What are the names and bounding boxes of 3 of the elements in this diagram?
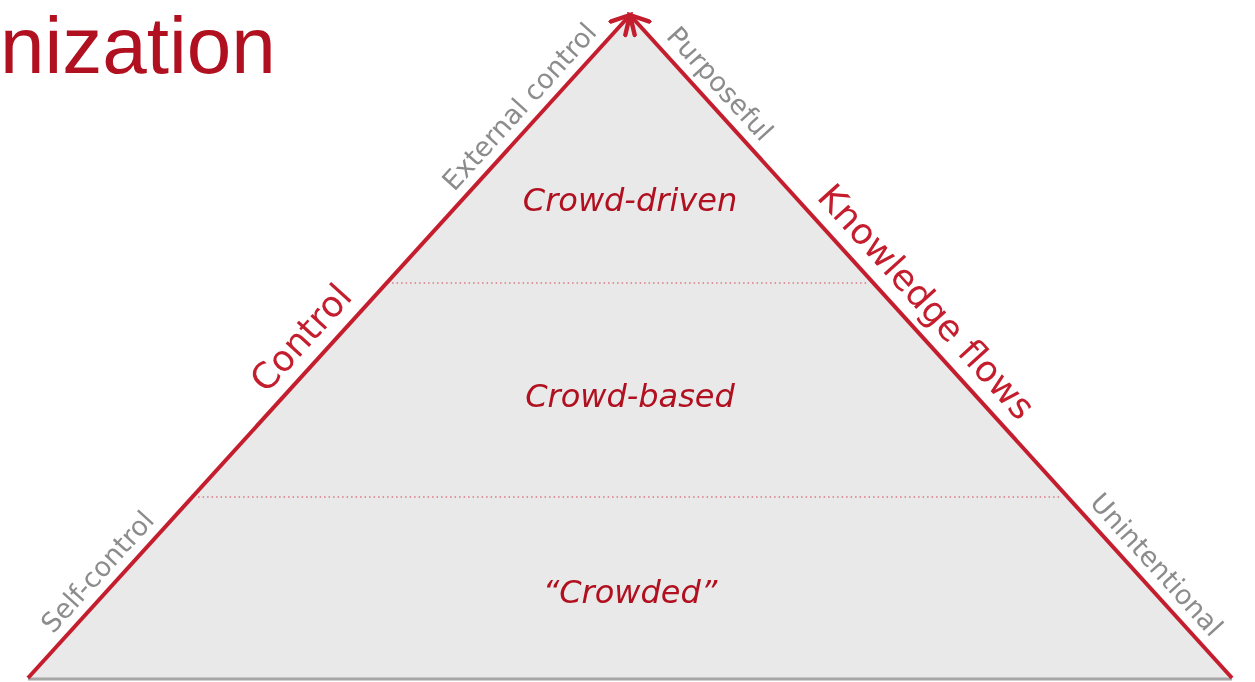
tier-label: Crowd-based [525, 377, 735, 415]
tier-label: “Crowded” [542, 573, 718, 611]
slide-title: nization [0, 6, 276, 86]
